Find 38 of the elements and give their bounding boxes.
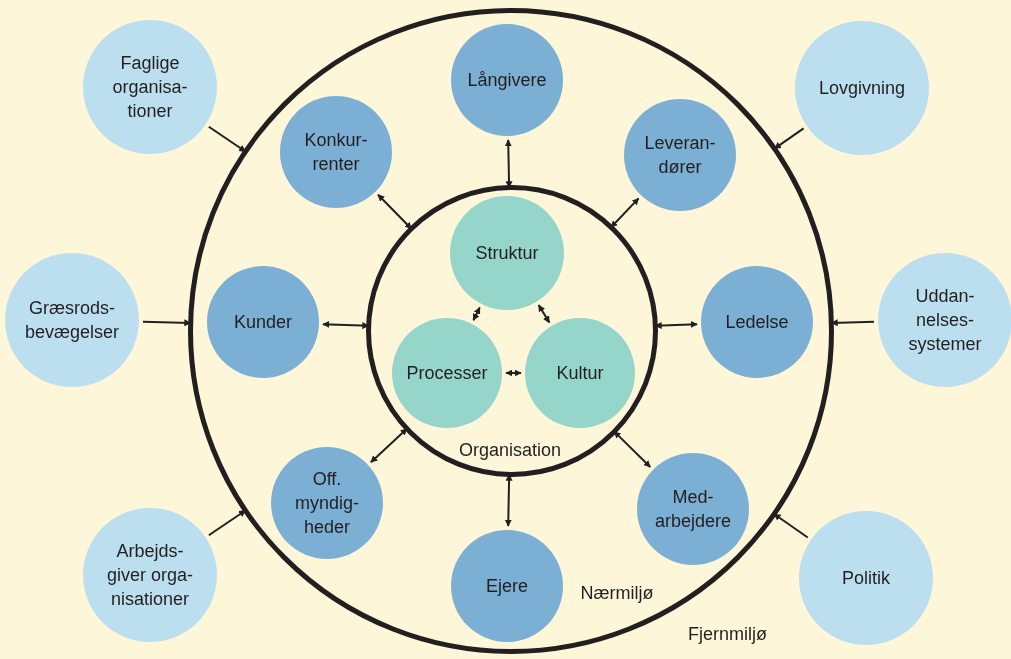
arrow	[142, 319, 192, 327]
arrow	[369, 427, 408, 464]
node-label: Politik	[841, 567, 891, 590]
node-label: Ledelse	[724, 311, 790, 334]
node-label: Faglige organisa- tioner	[111, 52, 189, 123]
node-label: Kunder	[232, 311, 293, 334]
ring-label: Nærmiljø	[580, 582, 654, 604]
node-label: Uddan- nelses- systemer	[907, 285, 983, 356]
arrow	[773, 127, 805, 150]
arrow	[472, 306, 481, 322]
ring-label: Organisation	[458, 439, 562, 461]
arrow	[207, 509, 247, 537]
arrow	[773, 513, 809, 539]
node-label: Processer	[405, 362, 489, 385]
arrow	[321, 320, 370, 330]
arrow	[613, 430, 652, 468]
node-label: Arbejds- giver orga- nisationer	[105, 540, 194, 611]
arrow	[830, 319, 875, 327]
arrow	[654, 320, 699, 329]
arrow	[610, 197, 640, 229]
arrow	[537, 304, 551, 324]
node-label: Konkur- renter	[303, 129, 369, 176]
node-label: Struktur	[474, 242, 540, 265]
node-label: Kultur	[555, 362, 605, 385]
node-label: Ejere	[485, 575, 529, 598]
node-label: Långivere	[466, 69, 548, 92]
node-label: Græsrods- bevægelser	[23, 297, 121, 344]
arrow	[207, 125, 247, 153]
region-label: Fjernmiljø	[688, 623, 767, 646]
node-label: Off. myndig- heder	[294, 468, 360, 539]
arrow	[504, 473, 513, 527]
arrow	[377, 193, 413, 230]
node-label: Lovgivning	[817, 77, 907, 100]
node-label: Leveran- dører	[643, 132, 717, 179]
arrow	[505, 369, 522, 377]
node-label: Med- arbejdere	[653, 486, 733, 533]
ring-circle	[366, 185, 658, 477]
arrow	[504, 139, 513, 189]
